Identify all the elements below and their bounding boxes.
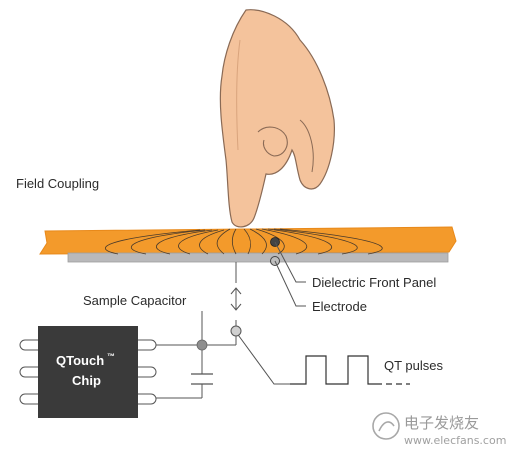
watermark-logo-icon	[372, 412, 400, 440]
field-coupling-label: Field Coupling	[16, 176, 99, 191]
coupling-arrow-icon	[230, 287, 242, 311]
qtouch-chip: QTouch ™ Chip	[19, 326, 157, 418]
watermark: 电子发烧友 www.elecfans.com	[372, 412, 506, 447]
dielectric-panel	[39, 226, 457, 255]
chip-label-line2: Chip	[72, 373, 101, 388]
field-lines	[105, 228, 383, 255]
electrode-label: Electrode	[312, 299, 367, 314]
circuit-wiring	[152, 262, 290, 399]
watermark-url: www.elecfans.com	[404, 434, 506, 447]
sample-capacitor-label: Sample Capacitor	[83, 293, 187, 308]
capacitor-node	[196, 339, 208, 351]
qt-pulses-label: QT pulses	[384, 358, 444, 373]
electrode-bar	[67, 252, 449, 263]
callout-leaders	[274, 241, 306, 307]
dielectric-front-panel-label: Dielectric Front Panel	[312, 275, 436, 290]
chip-label-line1: QTouch	[56, 353, 104, 368]
finger-icon	[219, 9, 335, 228]
lead-node	[230, 325, 242, 337]
watermark-text: 电子发烧友	[404, 414, 479, 432]
sample-capacitor-symbol	[191, 373, 213, 385]
chip-pins-left	[19, 339, 49, 405]
chip-trademark: ™	[107, 352, 115, 361]
chip-body	[38, 326, 138, 418]
qt-pulse-waveform	[290, 355, 382, 385]
